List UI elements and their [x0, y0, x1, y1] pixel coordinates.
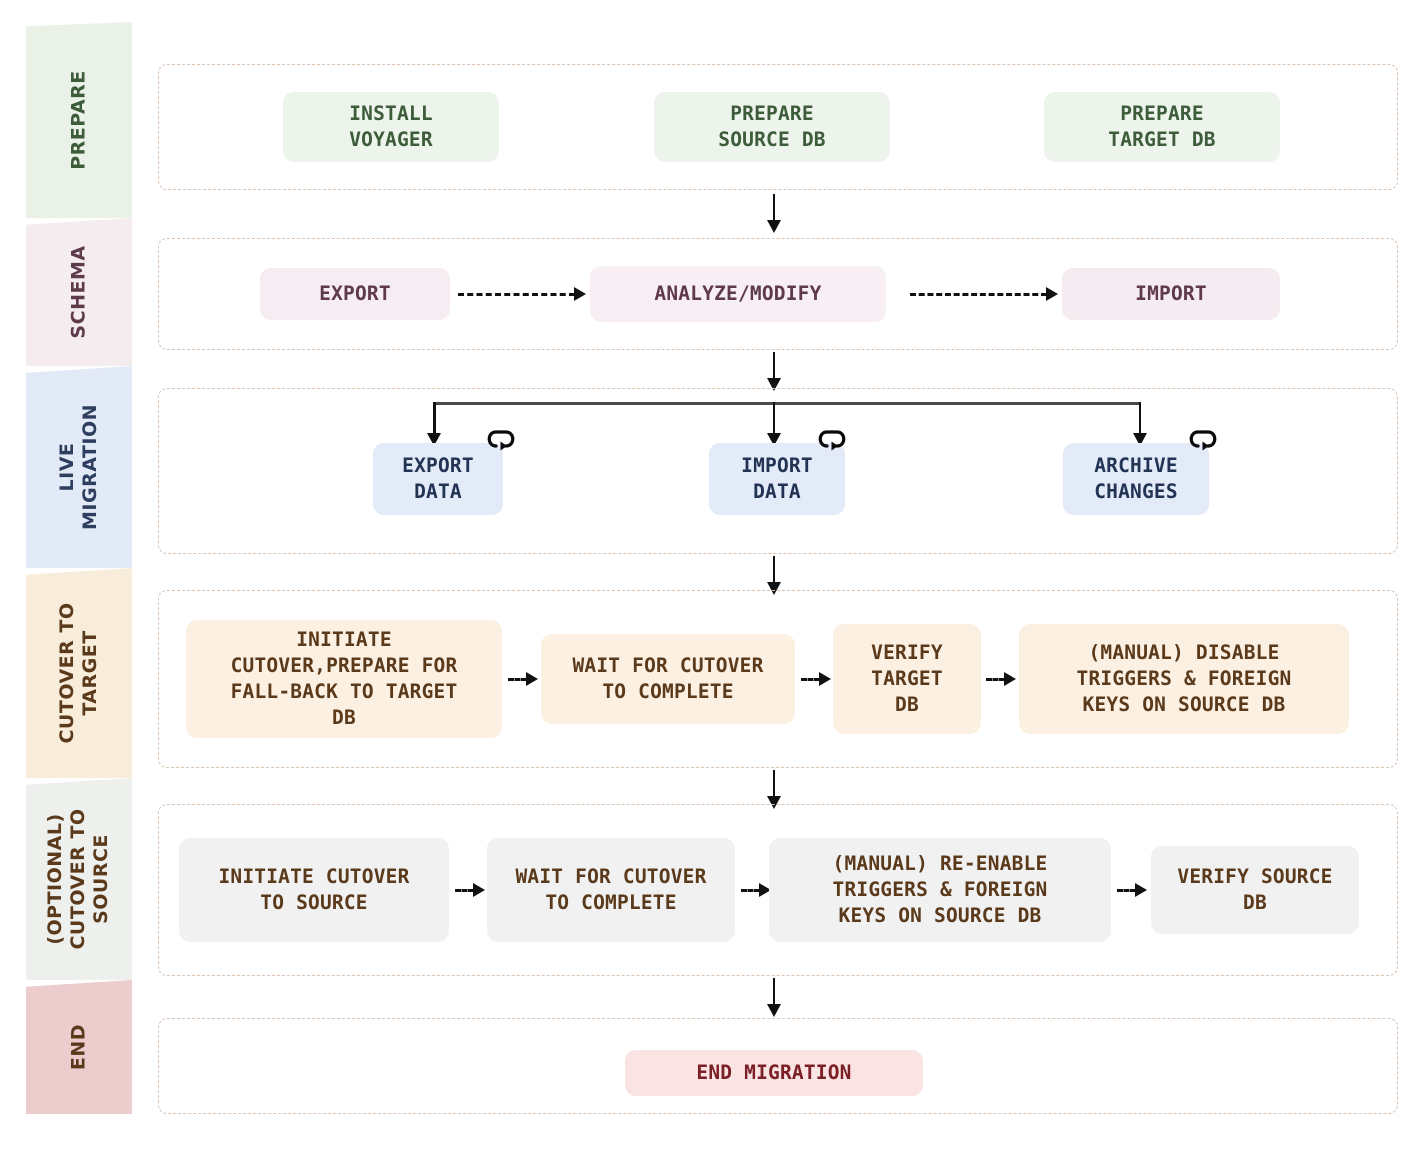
fanout-branch-export-data	[433, 402, 436, 437]
legend-band-cutover-source-fill	[26, 778, 132, 980]
dashed-arrow-segment	[1117, 888, 1136, 892]
dashed-arrow-head	[1046, 287, 1058, 301]
arrow-down-icon-schema-to-live	[766, 378, 781, 391]
dashed-arrow-segment	[508, 677, 527, 681]
legend-band-end-label: END	[67, 1023, 90, 1071]
dashed-arrow-right-icon-initiate-to-wait-target	[508, 672, 538, 686]
legend-band-cutover-target-label: CUTOVER TO TARGET	[55, 602, 101, 744]
node-prepare-target-db[interactable]: PREPARE TARGET DB	[1044, 92, 1280, 162]
node-verify-target-db[interactable]: VERIFY TARGET DB	[833, 624, 981, 734]
dashed-arrow-segment	[801, 677, 820, 681]
dashed-arrow-head	[473, 883, 485, 897]
legend-band-live-migration-fill	[26, 366, 132, 568]
stage-legend-sidebar: PREPARE SCHEMA LIVE MIGRATION CUTOVER TO…	[26, 22, 132, 1114]
legend-band-end[interactable]: END	[26, 980, 132, 1114]
node-import-data[interactable]: IMPORT DATA	[709, 443, 845, 515]
connector-cutover-target-to-source	[772, 770, 776, 798]
connector-schema-to-live-migration	[772, 352, 776, 380]
dashed-arrow-right-icon-export-to-analyze	[458, 287, 586, 301]
dashed-arrow-segment	[455, 888, 474, 892]
loop-arrow-icon-archive-changes	[1189, 430, 1217, 451]
dashed-arrow-right-icon-wait-to-verify-target	[801, 672, 831, 686]
node-schema-export[interactable]: EXPORT	[260, 268, 450, 320]
node-install-voyager[interactable]: INSTALL VOYAGER	[283, 92, 499, 162]
connector-cutover-source-to-end	[772, 978, 776, 1006]
legend-band-prepare-fill	[26, 22, 132, 218]
arrow-down-icon-export-data	[427, 433, 441, 446]
legend-band-end-fill	[26, 980, 132, 1114]
legend-band-live-migration-label: LIVE MIGRATION	[55, 403, 101, 531]
legend-band-cutover-target[interactable]: CUTOVER TO TARGET	[26, 568, 132, 778]
node-end-migration[interactable]: END MIGRATION	[625, 1050, 923, 1096]
dashed-arrow-head	[819, 672, 831, 686]
legend-band-cutover-target-fill	[26, 568, 132, 778]
node-export-data[interactable]: EXPORT DATA	[373, 443, 503, 515]
stage-container-schema	[158, 238, 1398, 350]
dashed-arrow-head	[1135, 883, 1147, 897]
dashed-arrow-head	[526, 672, 538, 686]
arrow-down-icon-cutover-target-to-source	[766, 796, 781, 809]
stage-container-end	[158, 1018, 1398, 1114]
dashed-arrow-segment	[458, 292, 575, 296]
fanout-branch-import-data	[772, 402, 776, 437]
node-manual-reenable-triggers[interactable]: (MANUAL) RE-ENABLE TRIGGERS & FOREIGN KE…	[769, 838, 1111, 942]
node-manual-disable-triggers[interactable]: (MANUAL) DISABLE TRIGGERS & FOREIGN KEYS…	[1019, 624, 1349, 734]
arrow-down-icon-archive-changes	[1132, 433, 1147, 446]
dashed-arrow-right-icon-analyze-to-import	[910, 287, 1058, 301]
stage-container-prepare	[158, 64, 1398, 190]
node-schema-analyze-modify[interactable]: ANALYZE/MODIFY	[590, 266, 886, 322]
stage-container-cutover-source	[158, 804, 1398, 976]
node-prepare-source-db[interactable]: PREPARE SOURCE DB	[654, 92, 890, 162]
dashed-arrow-segment	[986, 677, 1005, 681]
node-wait-for-cutover-source[interactable]: WAIT FOR CUTOVER TO COMPLETE	[487, 838, 735, 942]
loop-arrow-icon-import-data	[818, 430, 846, 451]
legend-band-live-migration[interactable]: LIVE MIGRATION	[26, 366, 132, 568]
dashed-arrow-head	[574, 287, 586, 301]
connector-prepare-to-schema	[772, 194, 776, 222]
dashed-arrow-head	[1004, 672, 1016, 686]
node-verify-source-db[interactable]: VERIFY SOURCE DB	[1151, 846, 1359, 934]
dashed-arrow-segment	[741, 888, 760, 892]
stage-container-live-migration	[158, 388, 1398, 554]
node-initiate-cutover-target[interactable]: INITIATE CUTOVER,PREPARE FOR FALL-BACK T…	[186, 620, 502, 738]
loop-arrow-icon-export-data	[487, 430, 515, 451]
dashed-arrow-right-icon-reenable-to-verify-source	[1117, 883, 1147, 897]
node-archive-changes[interactable]: ARCHIVE CHANGES	[1063, 443, 1209, 515]
legend-band-schema[interactable]: SCHEMA	[26, 218, 132, 366]
node-initiate-cutover-source[interactable]: INITIATE CUTOVER TO SOURCE	[179, 838, 449, 942]
legend-band-schema-fill	[26, 218, 132, 366]
dashed-arrow-head	[759, 883, 771, 897]
stage-container-cutover-target	[158, 590, 1398, 768]
dashed-arrow-right-icon-wait-to-reenable	[741, 883, 771, 897]
legend-band-cutover-source-label: (OPTIONAL) CUTOVER TO SOURCE	[44, 808, 113, 950]
legend-band-schema-label: SCHEMA	[67, 245, 90, 339]
dashed-arrow-segment	[910, 292, 1047, 296]
arrow-down-icon-prepare-to-schema	[766, 220, 781, 233]
arrow-down-icon-cutover-source-to-end	[766, 1004, 781, 1017]
dashed-arrow-right-icon-initiate-to-wait-source	[455, 883, 485, 897]
fanout-bar-live-migration	[433, 402, 1141, 405]
fanout-branch-archive-changes	[1138, 402, 1142, 437]
arrow-down-icon-live-to-cutover-target	[766, 582, 781, 595]
connector-live-to-cutover-target	[772, 556, 776, 584]
node-schema-import[interactable]: IMPORT	[1062, 268, 1280, 320]
legend-band-cutover-source[interactable]: (OPTIONAL) CUTOVER TO SOURCE	[26, 778, 132, 980]
arrow-down-icon-import-data	[766, 433, 781, 446]
legend-band-prepare[interactable]: PREPARE	[26, 22, 132, 218]
node-wait-for-cutover-target[interactable]: WAIT FOR CUTOVER TO COMPLETE	[541, 634, 795, 724]
legend-band-prepare-label: PREPARE	[67, 70, 90, 170]
dashed-arrow-right-icon-verify-to-disable	[986, 672, 1016, 686]
